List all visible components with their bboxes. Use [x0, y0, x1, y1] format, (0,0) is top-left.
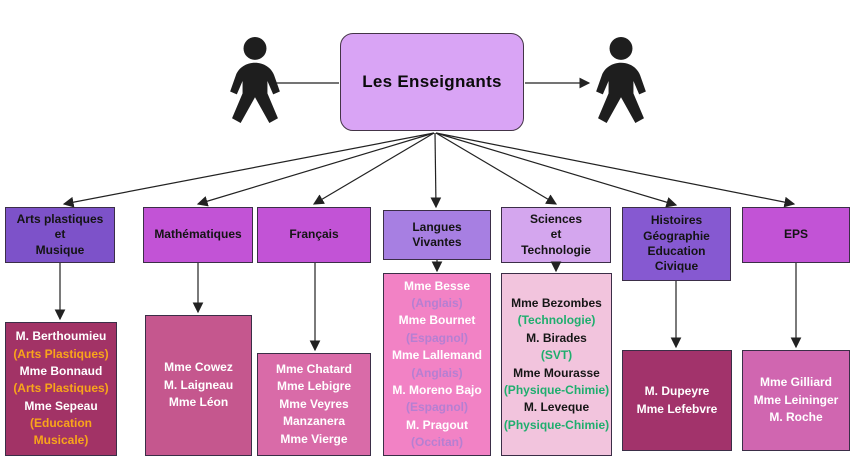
person-icon-right	[596, 36, 646, 124]
teacher-name: Mme Lebigre	[276, 379, 351, 394]
subject-node-eps: EPS	[742, 207, 850, 263]
teacher-subject-tag: (Anglais)	[411, 295, 463, 310]
teacher-name: M. Leveque	[523, 400, 590, 415]
teacher-name: Mme Léon	[168, 395, 229, 410]
teacher-name: Mme Besse	[403, 278, 471, 293]
teachers-node-sciences-technologie: Mme Bezombes (Technologie) M. Birades (SVT)…	[501, 273, 612, 456]
teacher-name: Mme Lallemand	[391, 348, 483, 363]
teacher-name: Mme Mourasse	[513, 365, 600, 380]
teacher-name: M. Laigneau	[163, 377, 234, 392]
subject-node-sciences-technologie: Sciences et Technologie	[501, 207, 611, 263]
teacher-name: M. Berthoumieu	[15, 329, 107, 344]
arrow-root-to-eps	[435, 132, 796, 208]
teacher-subject-tag: (Anglais)	[411, 365, 463, 380]
teacher-name: M. Moreno Bajo	[392, 382, 482, 397]
teacher-subject-tag: (Technologie)	[517, 313, 596, 328]
subject-node-arts-plastiques-musique: Arts plastiques et Musique	[5, 207, 115, 263]
teacher-name: Mme Gilliard	[759, 375, 833, 390]
teacher-name: Mme Lefebvre	[636, 401, 718, 416]
teacher-name: Mme Sepeau	[24, 398, 98, 413]
teacher-subject-tag: (Espagnol)	[406, 330, 468, 345]
arrow-root-to-langues	[430, 132, 442, 209]
root-node-les-enseignants: Les Enseignants	[340, 33, 524, 131]
teacher-name: Mme Bezombes	[511, 295, 602, 310]
subject-node-langues-vivantes: Langues Vivantes	[383, 210, 491, 260]
teacher-subject-tag: (Arts Plastiques)	[13, 346, 109, 361]
teacher-name: Mme Leininger	[753, 392, 839, 407]
subject-node-francais: Français	[257, 207, 371, 263]
teacher-subject-tag: (Education Musicale)	[30, 416, 92, 448]
teacher-subject-tag: (SVT)	[540, 348, 573, 363]
arrow-root-to-francais	[312, 132, 435, 205]
teacher-name: M. Dupeyre	[644, 384, 710, 399]
subject-node-histoire-geographie: Histoires Géographie Education Civique	[622, 207, 731, 281]
arrow-root-to-histoire	[435, 132, 678, 208]
arrow-root-to-sciences	[435, 132, 558, 205]
teacher-name: Mme Veyres Manzanera	[279, 396, 349, 429]
teacher-name: M. Birades	[526, 330, 587, 345]
teacher-subject-tag: (Arts Plastiques)	[13, 381, 109, 396]
teacher-name: Mme Chatard	[275, 362, 352, 377]
teacher-subject-tag: (Physique-Chimie)	[503, 382, 610, 397]
teacher-name: M. Roche	[769, 410, 823, 425]
teacher-name: Mme Bonnaud	[19, 363, 103, 378]
subject-node-mathematiques: Mathématiques	[143, 207, 253, 263]
arrow-root-to-arts	[62, 132, 435, 208]
teacher-name: Mme Cowez	[164, 360, 233, 375]
teacher-name: Mme Vierge	[280, 431, 348, 446]
teachers-node-arts-musique: M. Berthoumieu (Arts Plastiques) Mme Bonna…	[5, 322, 117, 456]
teacher-name: Mme Bournet	[398, 313, 476, 328]
person-icon-left	[230, 36, 280, 124]
teacher-name: M. Pragout	[406, 417, 468, 432]
teachers-node-langues-vivantes: Mme Besse (Anglais) Mme Bournet (Espagnol) M…	[383, 273, 491, 456]
arrow-root-to-maths	[196, 132, 435, 207]
teacher-subject-tag: (Espagnol)	[406, 400, 468, 415]
teacher-subject-tag: (Physique-Chimie)	[503, 417, 610, 432]
teacher-subject-tag: (Occitan)	[410, 435, 463, 450]
